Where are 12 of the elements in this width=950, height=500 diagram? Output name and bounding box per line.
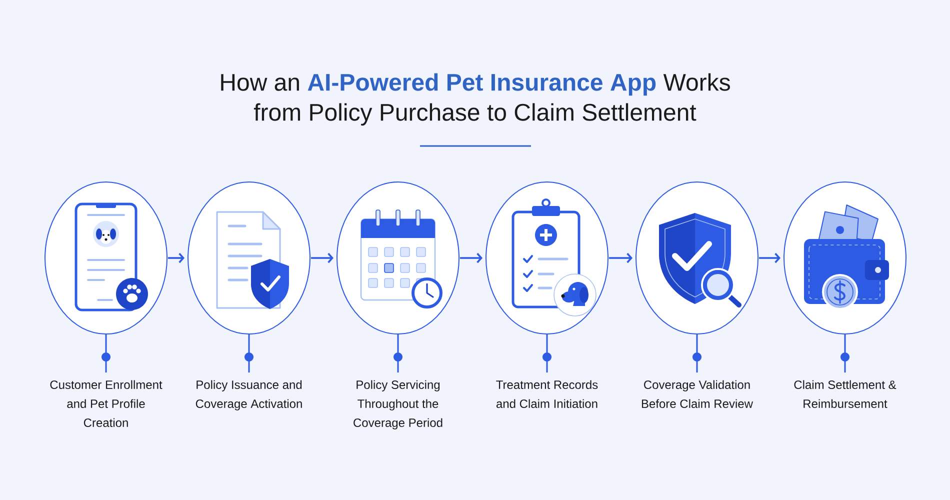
step-label: Customer Enrollment and Pet Profile Creation [50,380,162,427]
arrow [759,252,780,264]
step-label: Treatment Records and Claim Initiation [496,380,598,408]
arrow [168,252,184,264]
title: How an AI-Powered Pet Insurance App Works from Policy Purchase to Claim Settlement [221,73,730,126]
step-label: Policy Servicing Throughout the Coverage Period [354,380,442,430]
arrow [460,252,482,264]
arrow [609,252,632,264]
step-label: Coverage Validation Before Claim Review [642,380,754,408]
step-label: Policy Issuance and Coverage Activation [196,380,302,410]
step-label: Claim Settlement & Reimbursement [794,380,896,408]
arrow [311,252,334,264]
